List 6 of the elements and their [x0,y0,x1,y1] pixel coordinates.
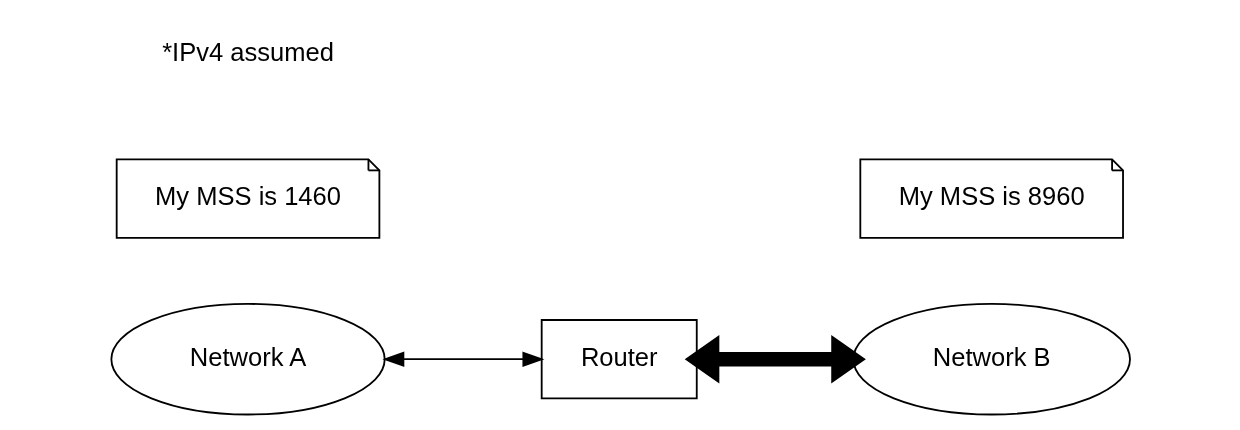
label: *IPv4 assumed [161,38,334,67]
node-ellipse: Network B [851,303,1131,416]
node-ellipse: Network A [109,303,386,416]
arrow [381,351,544,367]
node-box: Router [540,319,698,400]
arrow [684,334,866,384]
